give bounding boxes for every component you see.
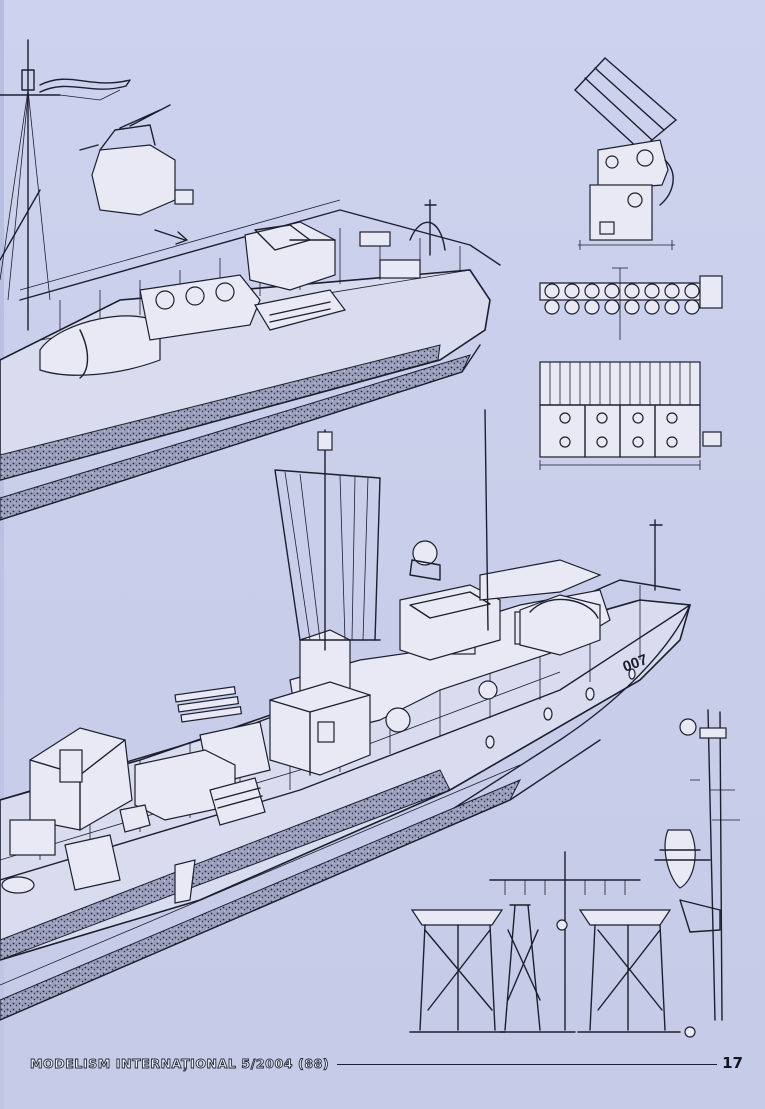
rocket-launcher-detail [539, 57, 723, 470]
page-footer: MODELISM INTERNAȚIONAL 5/2004 (88) 17 [30, 1053, 745, 1077]
page-number: 17 [722, 1054, 743, 1072]
footer-rule [337, 1064, 717, 1065]
mast-detail-drawings [409, 709, 740, 1038]
main-ship-drawing: 007 [0, 409, 692, 1021]
technical-drawing: 007 [0, 39, 740, 1038]
page-edge [0, 0, 4, 1109]
upper-ship-drawing [0, 39, 501, 521]
turret-detail-inset [79, 104, 194, 245]
publication-title: MODELISM INTERNAȚIONAL 5/2004 (88) [30, 1056, 330, 1072]
